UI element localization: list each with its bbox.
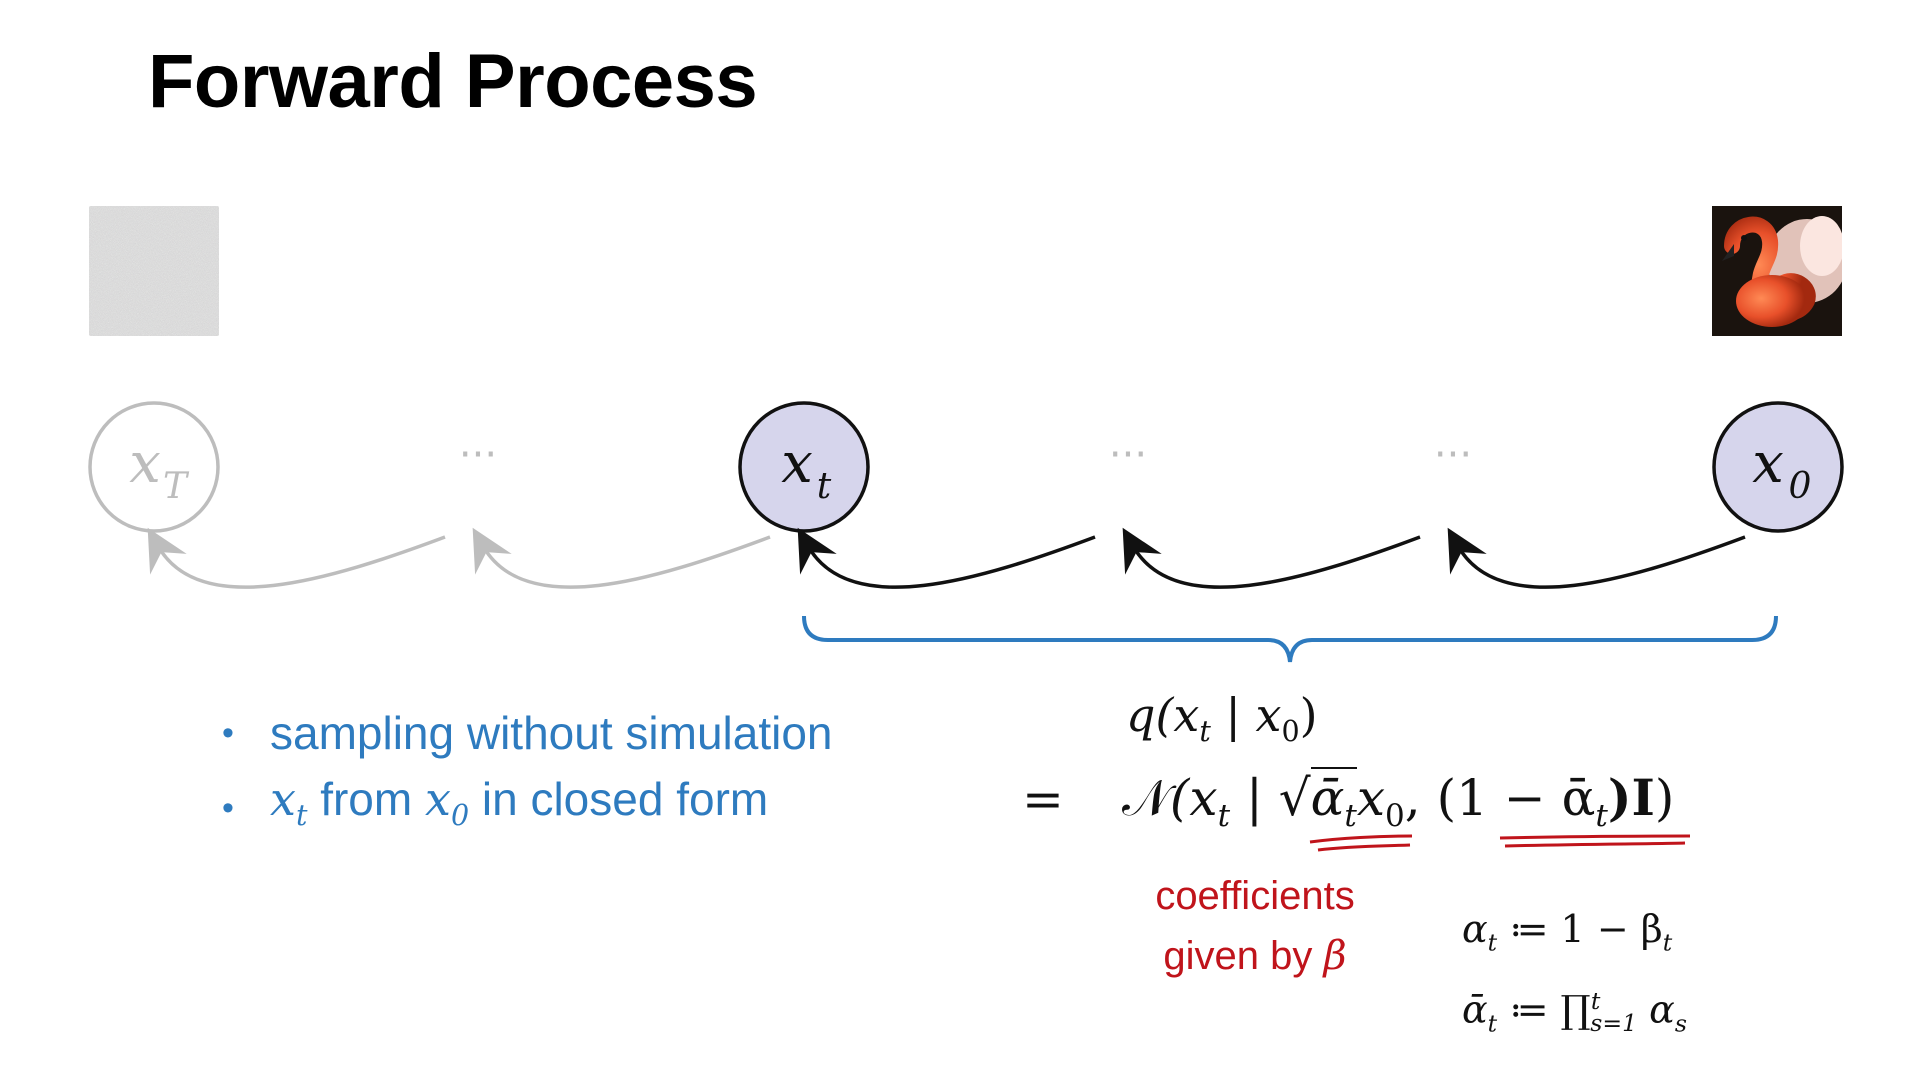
equation-rhs: 𝒩(xt | √ᾱtx0, (1 − ᾱt)I) <box>1122 767 1675 834</box>
alpha-bar-def: ᾱt ≔ ∏ts=1 αs <box>1462 986 1687 1037</box>
node-xT-base: x <box>129 431 161 496</box>
equals-sign: = <box>1022 770 1064 828</box>
arrow-faded-2 <box>472 527 771 589</box>
blue-brace <box>802 615 1778 663</box>
node-x0: x 0 <box>1712 401 1844 533</box>
arrow-dark-3 <box>1447 527 1746 589</box>
alpha-definitions: αt ≔ 1 − βt ᾱt ≔ ∏ts=1 αs <box>1462 900 1687 1052</box>
bullet-dot: • <box>222 714 234 752</box>
bullet-item-2: • xt from x0 in closed form <box>222 766 833 849</box>
ellipsis-2: ··· <box>1109 432 1147 478</box>
node-x0-sub: 0 <box>1789 466 1812 507</box>
underline-one-minus-alpha <box>1499 834 1691 848</box>
bullet-item-1: • sampling without simulation <box>222 700 833 766</box>
slide-title: Forward Process <box>148 39 758 124</box>
arrow-faded-1 <box>147 527 446 589</box>
ellipsis-3: ··· <box>1434 432 1472 478</box>
arrow-dark-1 <box>797 527 1096 589</box>
arrow-dark-2 <box>1122 527 1421 589</box>
noise-image <box>89 206 219 336</box>
underline-sqrt-alpha <box>1309 834 1413 852</box>
node-xt-sub: t <box>817 466 832 507</box>
bullet-text-1: sampling without simulation <box>270 707 833 759</box>
node-xT-sub: T <box>163 466 190 507</box>
alpha-def: αt ≔ 1 − βt <box>1462 907 1673 957</box>
alpha-bar-sqrt: ᾱt <box>1310 767 1357 834</box>
bullet-text-2: xt from x0 in closed form <box>270 772 769 833</box>
node-xt-base: x <box>781 431 813 496</box>
ellipsis-1: ··· <box>459 432 497 478</box>
node-xt: x t <box>738 401 870 533</box>
node-x0-base: x <box>1752 431 1784 496</box>
coefficients-annotation: coefficients given by β <box>1155 874 1355 979</box>
bullet-dot: • <box>222 788 234 827</box>
equation-lhs: q(xt | x0) <box>1126 688 1318 749</box>
node-xT: x T <box>88 401 220 533</box>
flamingo-image <box>1712 206 1842 336</box>
bullet-list: • sampling without simulation • xt from … <box>222 700 833 849</box>
